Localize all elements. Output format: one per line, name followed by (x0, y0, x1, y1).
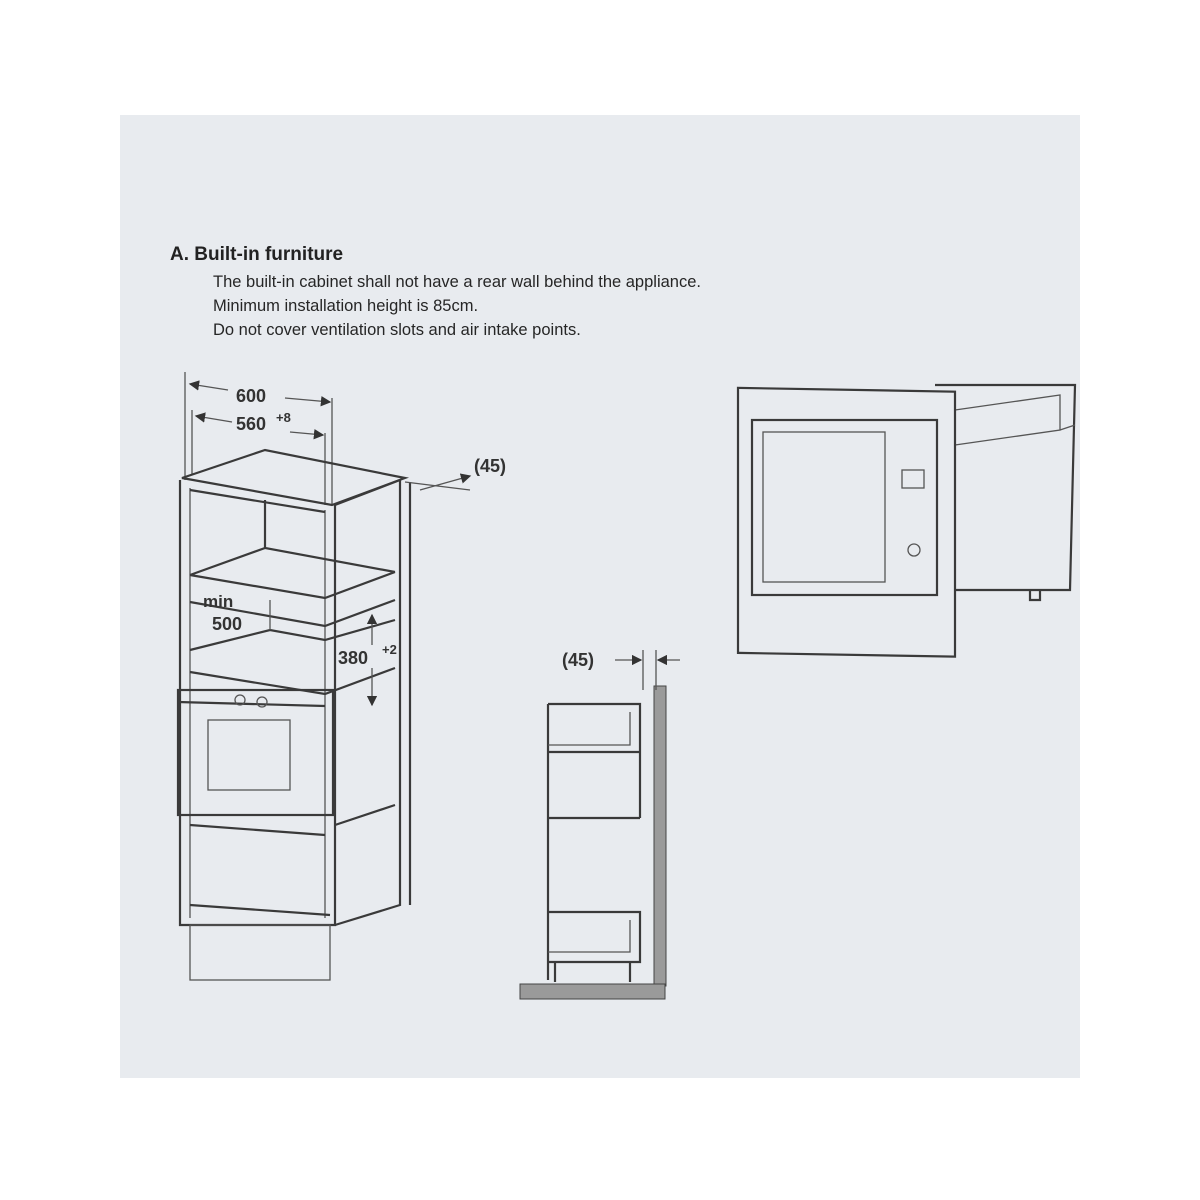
dim-width-inner: 560 (236, 414, 266, 434)
dim-width-outer: 600 (236, 386, 266, 406)
instruction-line: The built-in cabinet shall not have a re… (213, 273, 701, 291)
microwave-illustration (736, 383, 1077, 658)
dim-height: 380 (338, 648, 368, 668)
dim-height-tol: +2 (382, 642, 397, 657)
instruction-line: Minimum installation height is 85cm. (213, 297, 479, 315)
instruction-line: Do not cover ventilation slots and air i… (213, 321, 581, 339)
dim-width-inner-tol: +8 (276, 410, 291, 425)
scanned-page (120, 115, 1080, 1078)
dim-depth-min: min (203, 592, 233, 611)
dim-depth: 500 (212, 614, 242, 634)
side-section-diagram: (45) (519, 650, 680, 1000)
dim-gap: (45) (474, 456, 506, 476)
side-gap: (45) (562, 650, 594, 670)
cabinet-diagram: 600 560 +8 (45) min 500 380 +2 (176, 372, 506, 981)
section-title: A. Built-in furniture (170, 244, 344, 265)
